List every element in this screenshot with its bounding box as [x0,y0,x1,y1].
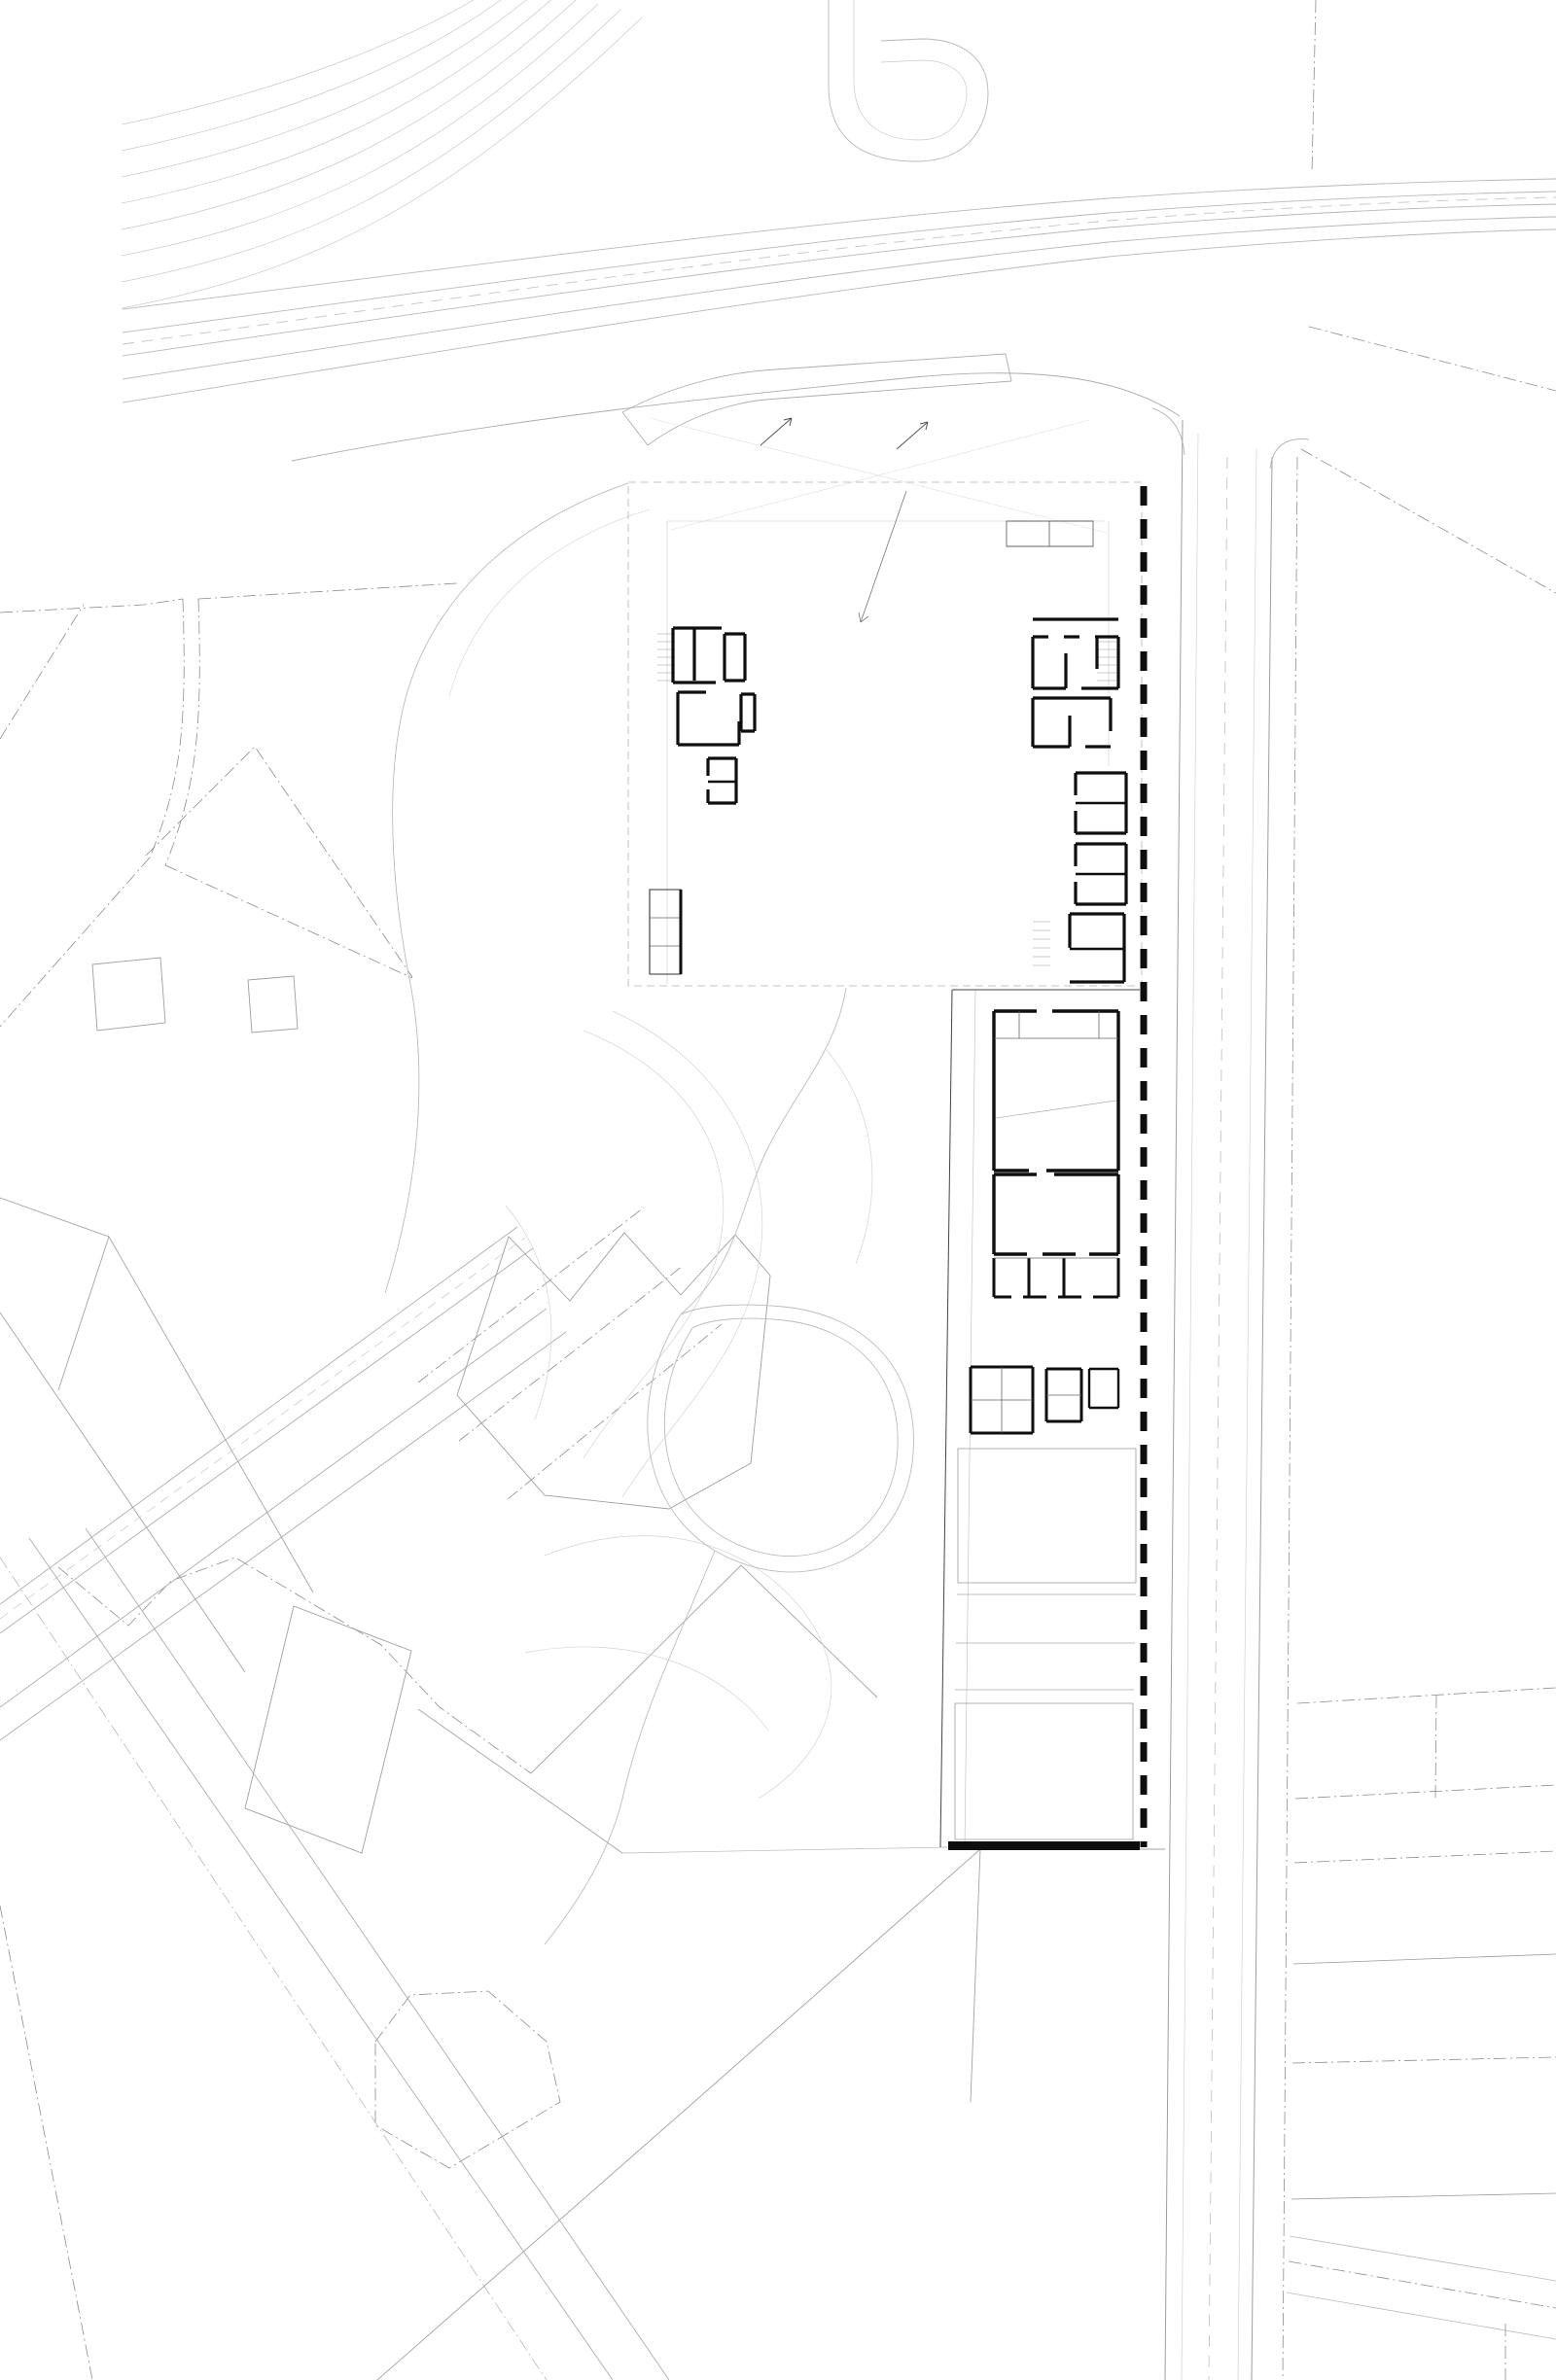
west-parcel-boundaries [0,582,723,2380]
building-e7-1 [649,889,683,975]
southwest-roads [0,1226,670,2380]
turnaround-loop [828,0,989,162]
garden-contours [505,1010,873,1800]
building-a1-walls [1006,520,1128,984]
stair-hatches [657,633,1116,966]
west-approach [384,482,651,1294]
east-parcel-boundaries [1286,0,1556,2380]
building-a3-walls [671,626,757,805]
avenue-road [122,178,1556,462]
garden-paths [544,987,914,1945]
strip-building [939,486,1148,1850]
context-buildings [0,957,1165,2380]
bus-bay [621,353,1012,446]
parvis [627,417,1143,987]
east-road [1151,407,1310,2380]
contour-lines [121,0,643,309]
